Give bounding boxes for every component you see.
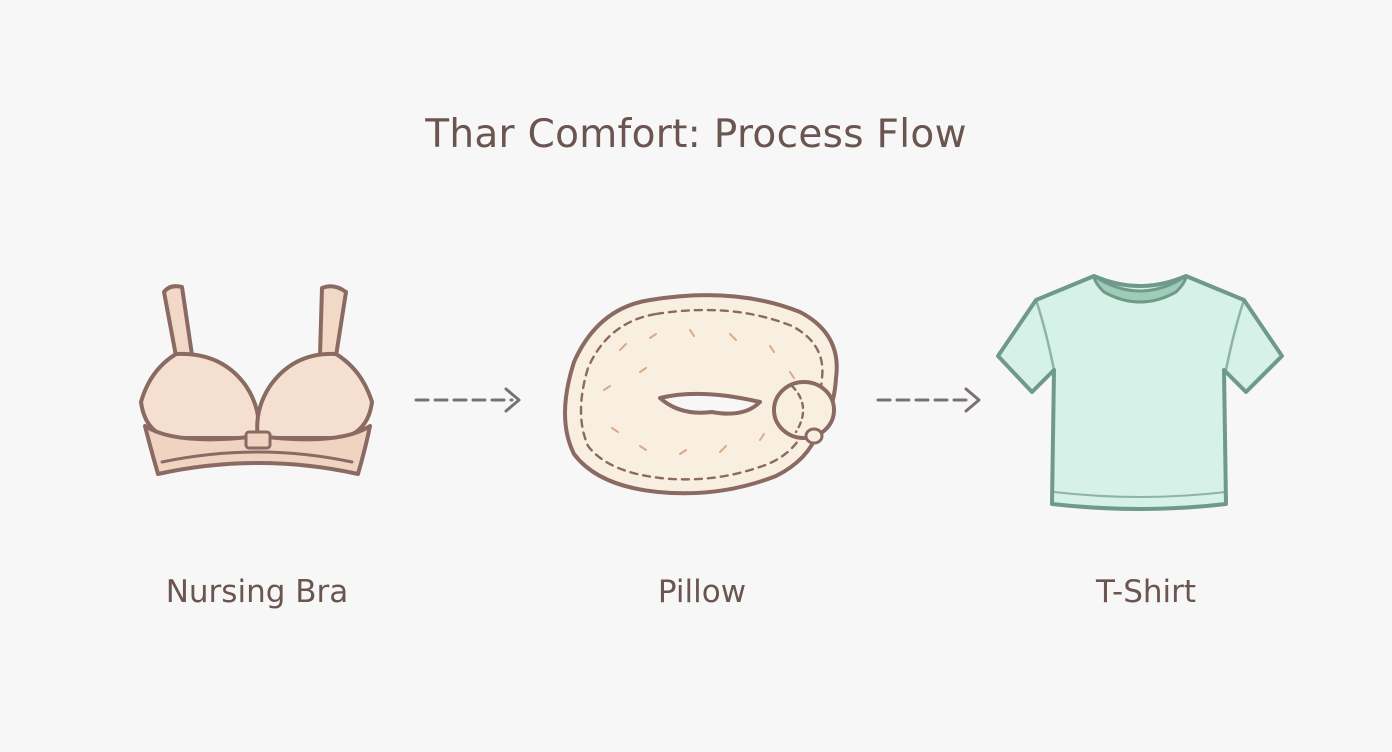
flow-arrow-2 [876,387,981,413]
nursing-pillow-icon [563,293,839,496]
step-label-t-shirt: T-Shirt [1095,574,1197,610]
flow-arrow-1 [414,387,521,413]
nursing-bra-icon [139,284,374,476]
diagram-title: Thar Comfort: Process Flow [425,112,967,157]
step-label-pillow: Pillow [657,574,747,610]
step-label-nursing-bra: Nursing Bra [165,574,349,610]
t-shirt-icon [996,274,1284,511]
